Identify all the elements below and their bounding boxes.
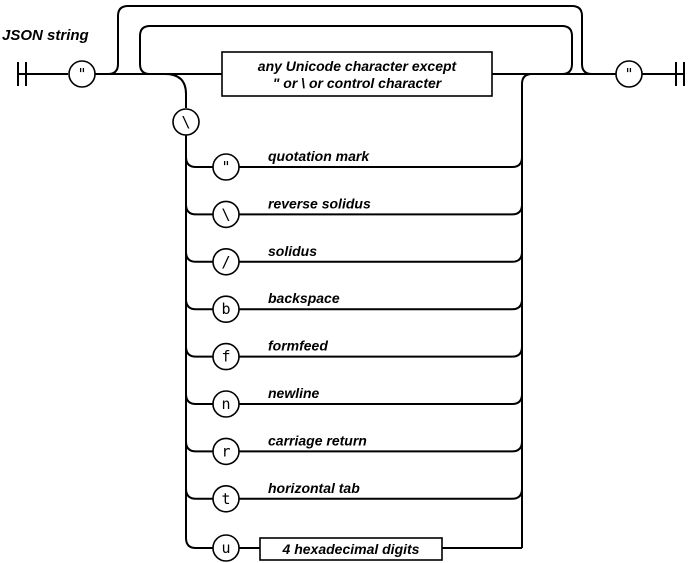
unicode-escape-row: u 4 hexadecimal digits [185, 534, 522, 562]
escape-row: " quotation mark [185, 148, 523, 181]
escape-rows: " quotation mark \ reverse solidus / solidus b… [185, 148, 523, 513]
repeat-loop [139, 25, 573, 75]
any-character-box: any Unicode character except " or \ or c… [221, 51, 493, 97]
escape-branch [164, 73, 187, 108]
close-quote-node: " [615, 60, 643, 88]
any-character-line2: " or \ or control character [273, 75, 443, 91]
any-character-line1: any Unicode character except [258, 58, 458, 74]
escape-right-rail [521, 73, 533, 548]
escape-symbol: n [221, 395, 230, 413]
escape-row: / solidus [185, 243, 523, 276]
close-quote-symbol: " [624, 65, 633, 83]
escape-symbol: f [221, 348, 230, 366]
escape-label: formfeed [268, 338, 328, 354]
escape-symbol: / [221, 253, 230, 271]
escape-backslash-symbol: \ [181, 113, 190, 131]
escape-label: reverse solidus [268, 195, 371, 211]
end-terminator [675, 62, 685, 86]
escape-symbol: t [221, 490, 230, 508]
escape-symbol: b [221, 300, 230, 318]
unicode-escape-symbol: u [221, 539, 230, 557]
escape-row: r carriage return [185, 432, 523, 466]
escape-label: horizontal tab [268, 480, 360, 496]
escape-label: newline [268, 385, 320, 401]
escape-row: b backspace [185, 290, 523, 324]
escape-row: t horizontal tab [185, 480, 523, 513]
escape-label: quotation mark [268, 148, 370, 164]
empty-string-bypass [107, 5, 593, 75]
escape-row: \ reverse solidus [185, 195, 523, 229]
escape-row: f formfeed [185, 338, 523, 371]
escape-row: n newline [185, 385, 523, 418]
diagram-title: JSON string [2, 27, 89, 44]
escape-symbol: \ [221, 205, 230, 223]
escape-label: solidus [268, 243, 317, 259]
escape-symbol: " [221, 158, 230, 176]
open-quote-symbol: " [77, 65, 86, 83]
escape-backslash-node: \ [172, 108, 200, 136]
escape-label: backspace [268, 290, 340, 306]
open-quote-node: " [68, 60, 96, 88]
escape-label: carriage return [268, 432, 367, 448]
escape-symbol: r [221, 442, 230, 460]
hex-digits-label: 4 hexadecimal digits [282, 541, 420, 557]
